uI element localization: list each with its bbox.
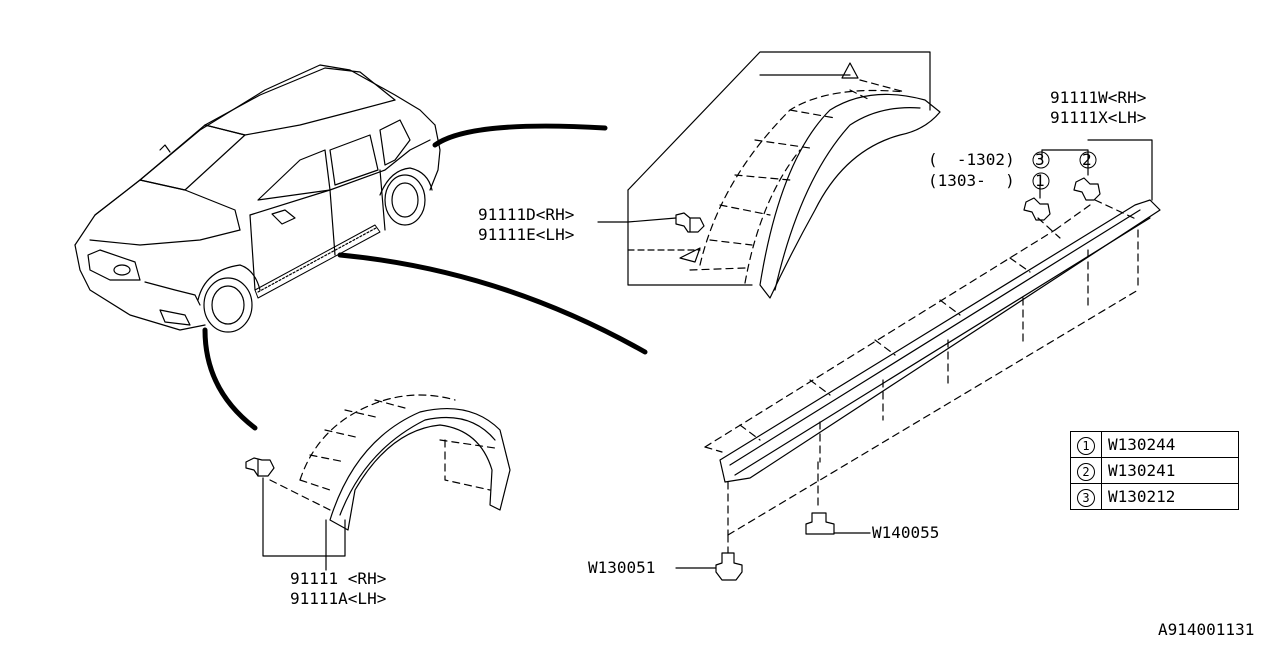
label-screw-w140055: W140055 [872,523,940,542]
ref-marker-1 [1032,172,1050,190]
label-fender-front-rh: 91111D<RH> [478,205,575,224]
screw-w130051 [715,552,743,581]
fender-front-assembly [597,51,941,299]
ref-marker-3 [1032,151,1050,169]
label-fender-rear-rh: 91111 <RH> [290,569,387,588]
diagram-id: A914001131 [1158,620,1255,639]
key-row: 3 W130212 [1070,483,1239,510]
leader-swoosh-rear [202,327,258,431]
key-part-3: W130212 [1101,483,1239,510]
label-range-upper: ( -1302) [928,150,1015,169]
fender-rear-clip [245,457,275,477]
label-range-lower: (1303- ) [928,171,1015,190]
key-ref-3: 3 [1077,488,1095,507]
key-part-1: W130244 [1101,431,1239,458]
label-side-sill-rh: 91111W<RH> [1050,88,1147,107]
fender-rear-assembly [245,394,511,571]
ref-marker-2-text: 2 [1082,150,1092,169]
side-sill-clip-left [1023,197,1051,221]
key-ref-1: 1 [1077,436,1095,455]
key-row: 2 W130241 [1070,457,1239,484]
fender-front-clip [675,212,705,233]
side-sill-assembly [675,139,1161,581]
parts-key-table: 1 W130244 2 W130241 3 W130212 [1070,431,1239,510]
vehicle-overview [74,64,441,333]
key-row: 1 W130244 [1070,431,1239,458]
ref-marker-3-text: 3 [1035,150,1045,169]
key-part-2: W130241 [1101,457,1239,484]
label-fender-rear-lh: 91111A<LH> [290,589,387,608]
label-fender-front-lh: 91111E<LH> [478,225,575,244]
screw-w140055 [805,512,835,535]
key-ref-2: 2 [1077,462,1095,481]
ref-marker-1-text: 1 [1035,171,1045,190]
leader-swoosh-front [432,123,608,148]
ref-markers [1032,151,1097,190]
leader-swoosh-sill [337,252,648,355]
label-screw-w130051: W130051 [588,558,656,577]
label-side-sill-lh: 91111X<LH> [1050,108,1147,127]
ref-marker-2 [1079,151,1097,169]
side-sill-clip-right [1073,177,1101,201]
